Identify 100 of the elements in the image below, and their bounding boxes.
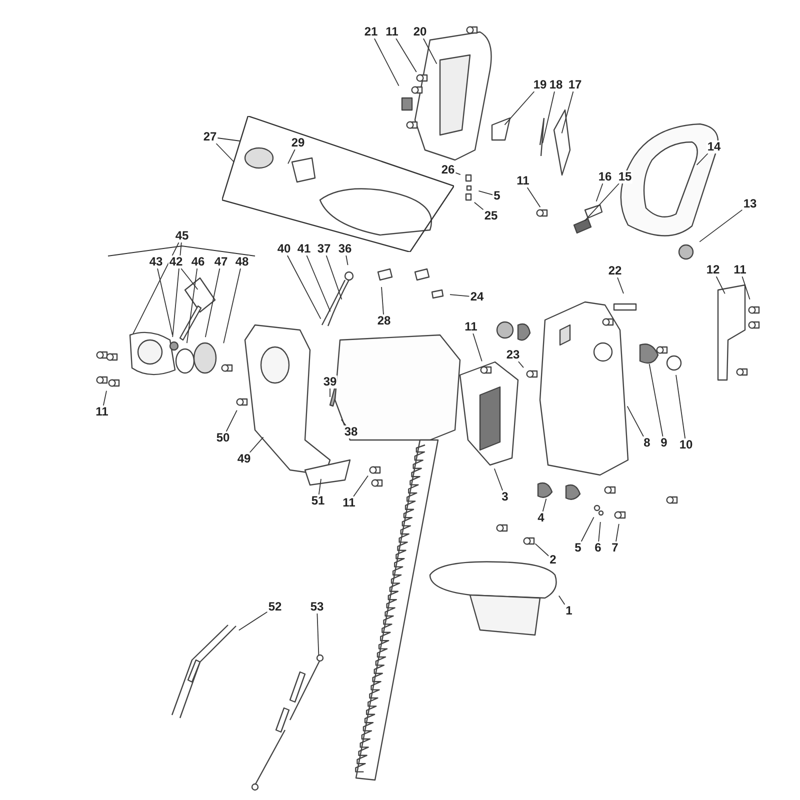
callout-number: 11 <box>94 406 110 418</box>
callout-number: 11 <box>464 320 478 334</box>
callout-number: 13 <box>742 198 758 210</box>
leader-line <box>353 475 368 497</box>
callout-number: 18 <box>548 78 564 92</box>
leader-line <box>716 276 726 294</box>
callout-number: 5 <box>574 542 582 554</box>
leader-line <box>204 268 220 338</box>
leader-line <box>249 436 264 453</box>
callout-number: 38 <box>343 426 359 438</box>
callout-number: 25 <box>483 210 499 222</box>
leader-line <box>306 255 331 312</box>
leader-line <box>157 268 173 336</box>
leader-line <box>542 498 547 512</box>
callout-number: 4 <box>536 512 546 524</box>
callout-number: 11 <box>732 264 748 276</box>
callout-number: 24 <box>469 290 485 304</box>
leader-line <box>326 255 342 300</box>
callout-number: 8 <box>642 436 652 450</box>
callout-number: 5 <box>492 190 502 202</box>
leader-line <box>584 183 620 222</box>
leader-line <box>494 468 504 491</box>
leader-line <box>238 611 268 631</box>
leader-line <box>598 522 601 542</box>
leader-line <box>288 149 296 164</box>
leader-line <box>626 406 644 437</box>
leader-line <box>132 242 180 334</box>
leader-line <box>648 363 664 437</box>
callout-number: 7 <box>610 542 620 554</box>
leader-line <box>478 190 494 196</box>
leader-line <box>180 268 198 290</box>
callout-number: 21 <box>363 26 379 38</box>
callout-number: 27 <box>202 130 218 144</box>
callout-number: 16 <box>597 170 613 184</box>
leader-line <box>172 242 182 338</box>
callout-number: 10 <box>678 438 694 452</box>
leader-line <box>596 183 604 202</box>
callout-number: 47 <box>213 256 229 268</box>
leader-line <box>534 543 550 556</box>
callout-number: 51 <box>310 494 326 508</box>
callout-number: 20 <box>412 26 428 38</box>
leader-line <box>217 138 240 142</box>
leader-line <box>526 187 541 208</box>
callout-number: 11 <box>342 496 356 510</box>
leader-line <box>223 268 241 344</box>
callout-number: 42 <box>168 256 184 268</box>
callout-number: 19 <box>532 78 548 92</box>
leader-line <box>542 91 555 144</box>
leader-line <box>381 286 384 315</box>
callout-number: 1 <box>564 604 574 618</box>
leader-line <box>316 613 320 656</box>
leader-line <box>346 255 348 266</box>
callout-number: 45 <box>174 230 190 242</box>
leader-line <box>102 390 107 406</box>
callout-number: 39 <box>322 376 338 388</box>
leader-line <box>504 91 535 126</box>
leader-line <box>676 374 686 439</box>
callout-number: 50 <box>215 432 231 444</box>
leader-line <box>696 153 708 166</box>
leader-line <box>286 255 322 320</box>
leader-line <box>216 143 234 162</box>
leader-line <box>580 516 594 542</box>
callout-number: 14 <box>706 140 722 154</box>
callout-number: 49 <box>236 452 252 466</box>
callout-number: 46 <box>190 256 206 268</box>
leader-line <box>518 361 524 368</box>
callout-number: 9 <box>660 436 668 450</box>
callout-number: 17 <box>567 78 583 92</box>
callout-number: 22 <box>607 264 623 278</box>
leader-line <box>374 38 400 86</box>
callout-number: 12 <box>705 264 721 276</box>
callout-number: 15 <box>617 170 633 184</box>
callout-number: 11 <box>384 26 400 38</box>
leader-line <box>450 294 470 297</box>
callout-number: 36 <box>337 242 353 256</box>
leader-line <box>616 523 620 542</box>
callout-number: 48 <box>234 256 250 268</box>
leader-line <box>558 595 566 605</box>
callout-number: 6 <box>594 542 602 554</box>
callout-number: 2 <box>548 554 558 566</box>
leader-line <box>340 419 346 426</box>
leader-line <box>617 277 624 294</box>
leader-line <box>318 478 322 495</box>
leader-line <box>561 91 574 134</box>
callout-number: 3 <box>500 490 510 504</box>
callout-number: 11 <box>516 174 530 188</box>
leader-line <box>422 38 438 64</box>
callout-number: 43 <box>148 256 164 268</box>
callout-number: 53 <box>309 600 325 614</box>
leader-line <box>474 202 484 210</box>
leader-line <box>396 38 417 72</box>
callout-number: 40 <box>276 242 292 256</box>
leader-line <box>186 268 198 344</box>
leader-line <box>455 172 461 176</box>
callout-number: 26 <box>440 164 456 176</box>
callout-number: 23 <box>505 348 521 362</box>
callout-number: 41 <box>296 242 312 256</box>
leader-line <box>699 209 743 242</box>
leader-line <box>226 410 238 432</box>
callout-number: 29 <box>290 136 306 150</box>
